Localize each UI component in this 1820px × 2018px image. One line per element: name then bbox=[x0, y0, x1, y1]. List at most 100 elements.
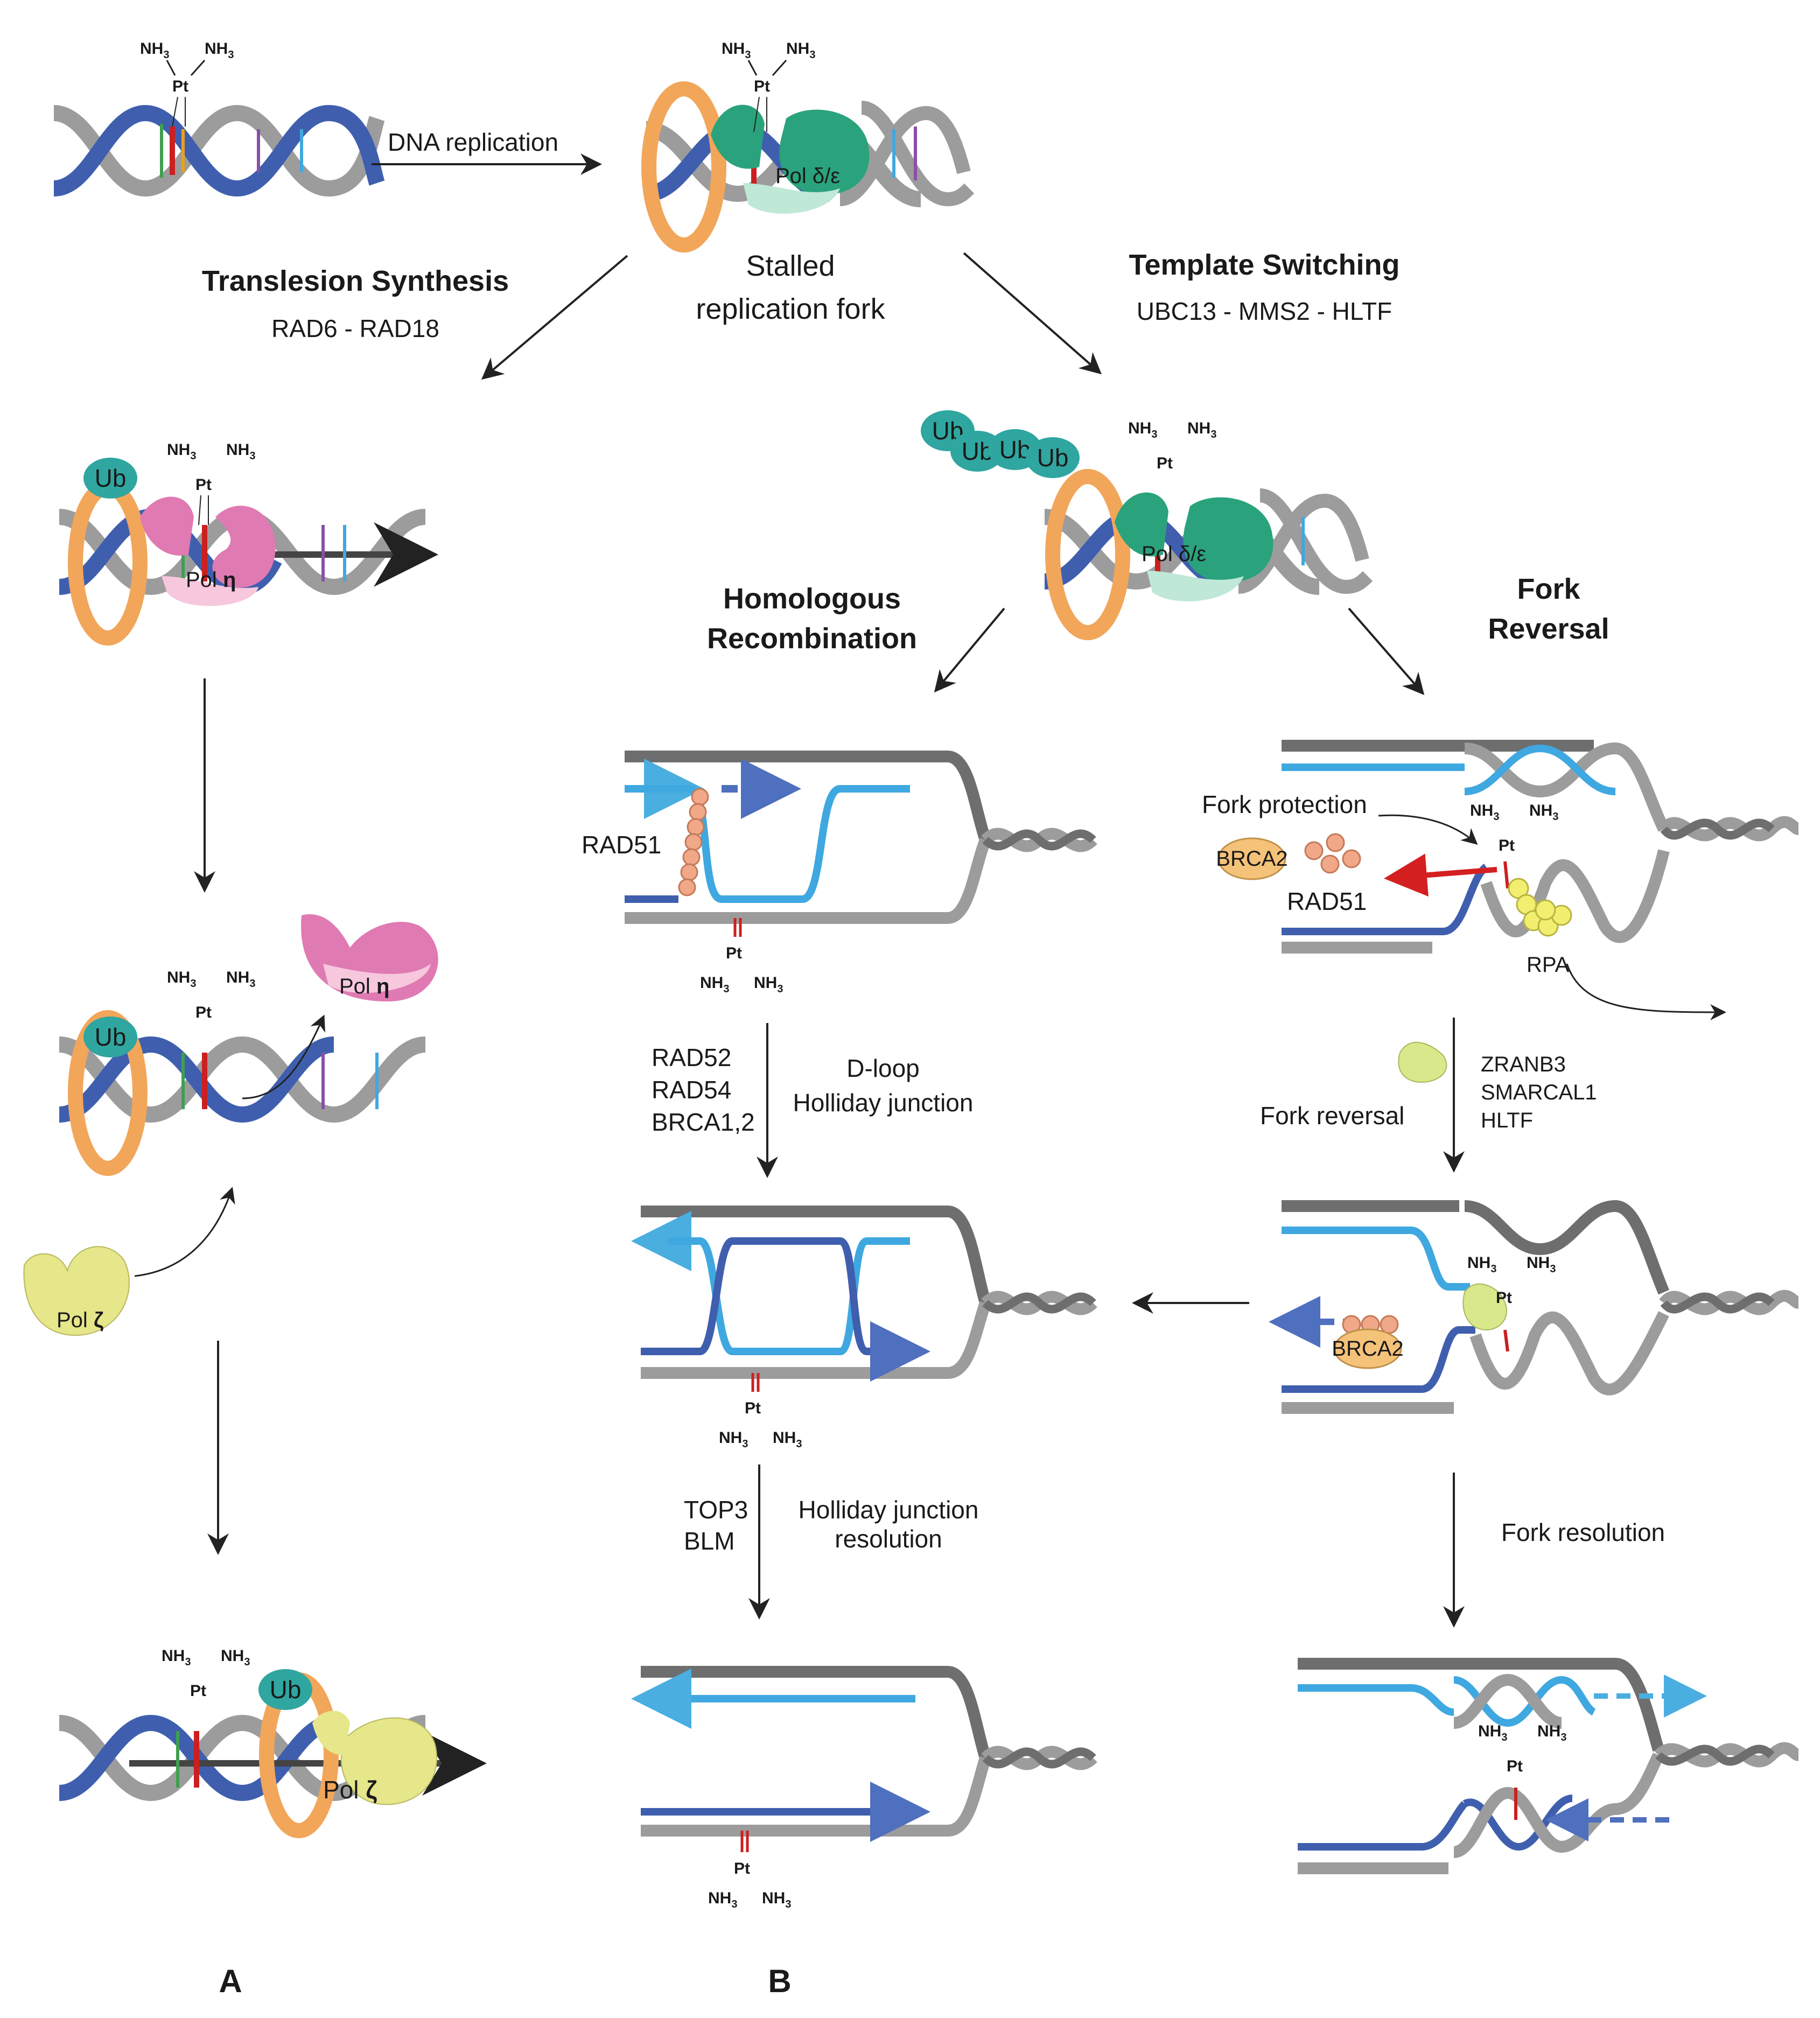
svg-text:NH3: NH3 bbox=[773, 1429, 802, 1450]
translocase-blob bbox=[1398, 1041, 1447, 1083]
cisplatin-fr-3: NH3 NH3 Pt bbox=[1478, 1722, 1566, 1775]
svg-text:Pol ζ: Pol ζ bbox=[57, 1308, 103, 1332]
rad54-label: RAD54 bbox=[652, 1076, 731, 1104]
ub-label: Ub bbox=[95, 464, 127, 492]
svg-text:Pol ζ: Pol ζ bbox=[323, 1776, 377, 1804]
fr-fork-protection: BRCA2 bbox=[1216, 740, 1801, 1020]
svg-text:NH3: NH3 bbox=[786, 40, 815, 61]
svg-text:Pol δ/ε: Pol δ/ε bbox=[1142, 542, 1206, 566]
hr-resolved bbox=[631, 1666, 1097, 1852]
svg-text:NH3: NH3 bbox=[226, 969, 255, 990]
blm-label: BLM bbox=[684, 1527, 735, 1555]
svg-text:NH3: NH3 bbox=[700, 974, 729, 995]
dloop-label: D-loop bbox=[846, 1054, 920, 1082]
dna-replication-arrow: DNA replication bbox=[372, 128, 602, 175]
cisplatin-hr-1: Pt NH3 NH3 bbox=[700, 944, 783, 995]
stalled-label-1: Stalled bbox=[746, 250, 835, 282]
pol-eta-released: Pol η bbox=[301, 914, 438, 1001]
svg-text:NH3: NH3 bbox=[708, 1889, 737, 1910]
svg-text:NH3: NH3 bbox=[226, 441, 255, 462]
svg-text:NH3: NH3 bbox=[205, 40, 234, 61]
stalled-label-2: replication fork bbox=[696, 293, 885, 325]
tls-pol-zeta-recruit: Ub bbox=[58, 1010, 426, 1277]
svg-text:NH3: NH3 bbox=[167, 441, 196, 462]
svg-text:Ub: Ub bbox=[270, 1676, 302, 1704]
tls-bypass-complete: Pol ζ Ub bbox=[58, 1669, 487, 1838]
tls-title: Translesion Synthesis bbox=[202, 265, 509, 297]
brca2-label-2: BRCA2 bbox=[1332, 1337, 1403, 1361]
hj-res-label-1: Holliday junction bbox=[799, 1496, 979, 1524]
cisplatin-ts: NH3 NH3 Pt bbox=[1128, 419, 1216, 472]
holliday-label: Holliday junction bbox=[793, 1089, 974, 1117]
svg-text:Pt: Pt bbox=[1499, 837, 1515, 854]
rad51-label-hr: RAD51 bbox=[582, 831, 661, 859]
cisplatin-tls-1: NH3 NH3 Pt bbox=[167, 441, 255, 525]
fr-reversed-fork: BRCA2 bbox=[1269, 1200, 1801, 1414]
svg-text:NH3: NH3 bbox=[1467, 1254, 1496, 1275]
fork-resolution-label: Fork resolution bbox=[1501, 1518, 1665, 1546]
svg-text:NH3: NH3 bbox=[1527, 1254, 1556, 1275]
svg-text:Pt: Pt bbox=[1496, 1289, 1512, 1307]
svg-text:NH3: NH3 bbox=[754, 974, 783, 995]
ts-polyub-fork: Pol δ/ε bbox=[1044, 469, 1373, 640]
panel-a-label: A bbox=[219, 1963, 242, 1999]
tls-pol-eta-complex: Pol η Ub bbox=[58, 458, 438, 646]
rad51-label-fr: RAD51 bbox=[1287, 887, 1367, 915]
svg-text:NH3: NH3 bbox=[722, 40, 751, 61]
svg-text:Pol η: Pol η bbox=[339, 975, 389, 998]
pol-delta-label: Pol δ/ε bbox=[775, 164, 840, 188]
svg-text:NH3: NH3 bbox=[1537, 1722, 1566, 1743]
panel-b-label: B bbox=[768, 1963, 791, 1999]
dna-replication-label: DNA replication bbox=[388, 128, 558, 156]
fork-reversal-label: Fork reversal bbox=[1260, 1102, 1404, 1130]
svg-text:Ub: Ub bbox=[999, 436, 1031, 464]
zranb3-label: ZRANB3 bbox=[1481, 1053, 1566, 1076]
rpa-label: RPA bbox=[1527, 953, 1570, 977]
svg-text:Pt: Pt bbox=[1507, 1757, 1523, 1775]
brca2-label-1: BRCA2 bbox=[1216, 847, 1287, 871]
svg-text:NH3: NH3 bbox=[1529, 802, 1558, 823]
ts-title: Template Switching bbox=[1129, 249, 1399, 281]
cisplatin-tls-3: NH3 NH3 Pt bbox=[162, 1647, 250, 1700]
fork-protection-label: Fork protection bbox=[1202, 790, 1367, 818]
svg-text:Ub: Ub bbox=[1037, 444, 1069, 472]
hr-holliday-junction bbox=[631, 1206, 1097, 1392]
arrow-to-hr bbox=[934, 607, 1005, 693]
cisplatin-hr-2: Pt NH3 NH3 bbox=[719, 1399, 802, 1450]
svg-text:NH3: NH3 bbox=[1128, 419, 1157, 440]
cisplatin-fr-1: NH3 NH3 Pt bbox=[1470, 802, 1558, 854]
intact-dna-helix bbox=[53, 104, 385, 197]
svg-text:NH3: NH3 bbox=[140, 40, 169, 61]
arrow-to-ts bbox=[963, 252, 1102, 375]
brca12-label: BRCA1,2 bbox=[652, 1108, 755, 1136]
ts-ub-chain: Ub Ub Ub Ub bbox=[921, 410, 1080, 478]
cisplatin-fr-2: NH3 NH3 Pt bbox=[1467, 1254, 1556, 1307]
svg-text:NH3: NH3 bbox=[1478, 1722, 1507, 1743]
rad51-filament bbox=[678, 788, 709, 896]
smarcal1-label: SMARCAL1 bbox=[1481, 1081, 1597, 1104]
fr-title-2: Reversal bbox=[1488, 613, 1609, 645]
svg-text:Pt: Pt bbox=[195, 1004, 212, 1021]
hj-res-label-2: resolution bbox=[835, 1525, 942, 1553]
svg-text:Pt: Pt bbox=[172, 78, 188, 95]
svg-text:NH3: NH3 bbox=[1470, 802, 1499, 823]
tls-sub: RAD6 - RAD18 bbox=[271, 314, 439, 342]
hr-title-1: Homologous bbox=[723, 583, 901, 615]
fr-title-1: Fork bbox=[1517, 573, 1580, 605]
svg-text:Pt: Pt bbox=[1157, 454, 1173, 472]
top3-label: TOP3 bbox=[684, 1496, 748, 1524]
arrow-to-fr bbox=[1348, 607, 1425, 696]
svg-text:Ub: Ub bbox=[962, 437, 993, 465]
svg-text:Pt: Pt bbox=[726, 944, 742, 962]
pol-zeta-free: Pol ζ bbox=[23, 1246, 130, 1336]
svg-text:NH3: NH3 bbox=[762, 1889, 791, 1910]
svg-text:Pt: Pt bbox=[734, 1860, 750, 1877]
svg-text:NH3: NH3 bbox=[221, 1647, 250, 1668]
cisplatin-adduct-top: NH3 NH3 Pt bbox=[140, 40, 234, 127]
svg-text:Pt: Pt bbox=[190, 1682, 206, 1700]
svg-text:NH3: NH3 bbox=[1187, 419, 1216, 440]
cisplatin-hr-3: Pt NH3 NH3 bbox=[708, 1860, 791, 1910]
svg-text:NH3: NH3 bbox=[719, 1429, 748, 1450]
svg-text:Pt: Pt bbox=[754, 78, 770, 95]
